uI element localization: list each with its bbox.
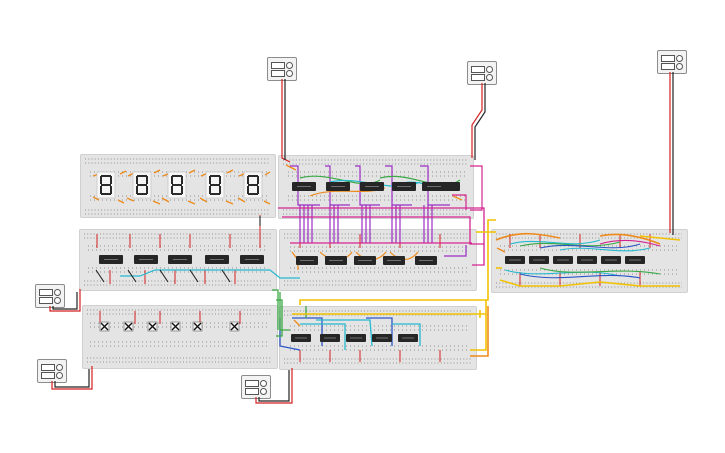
power-supply-knob[interactable] (286, 70, 293, 77)
ic-chip-icon (440, 182, 460, 191)
ic-chip-markings (104, 186, 641, 339)
yellow-bus (292, 219, 681, 357)
power-supply-screen (39, 289, 53, 296)
power-supply-knob[interactable] (260, 388, 267, 395)
seven-segment-display-icon (243, 171, 263, 199)
push-button-icon[interactable] (147, 321, 158, 332)
seven-segment-display-icon (96, 171, 116, 199)
interboard-magenta (278, 207, 485, 266)
power-supply-screen (271, 70, 285, 77)
power-supply-screen (245, 380, 259, 387)
power-supply-top-left[interactable] (267, 57, 297, 81)
power-supply-bottom-center[interactable] (241, 375, 271, 399)
power-supply-left-mid[interactable] (35, 284, 65, 308)
power-supply-knob[interactable] (486, 74, 493, 81)
power-supply-knob[interactable] (54, 297, 61, 304)
seven-segment-display-icon (205, 171, 225, 199)
power-supply-knob[interactable] (676, 55, 683, 62)
push-button-icon[interactable] (99, 321, 110, 332)
power-supply-top-right[interactable] (657, 50, 687, 74)
seven-segment-display-icon (132, 171, 152, 199)
green-link (276, 299, 283, 337)
power-leads (49, 72, 674, 404)
decoder-board-wires (95, 216, 261, 283)
push-button-icon[interactable] (229, 321, 240, 332)
power-supply-knob[interactable] (56, 364, 63, 371)
push-button-icon[interactable] (192, 321, 203, 332)
push-buttons (99, 321, 240, 332)
power-supply-screen (471, 66, 485, 73)
power-supply-knob[interactable] (286, 62, 293, 69)
power-supply-screen (271, 62, 285, 69)
breadboard-buttons[interactable] (82, 305, 278, 369)
seven-segment-display-icon (167, 171, 187, 199)
interboard-bus (299, 205, 433, 243)
power-supply-knob[interactable] (260, 380, 267, 387)
power-supply-screen (661, 63, 675, 70)
orange-jumpers (92, 164, 506, 327)
seven-segment-displays (96, 171, 263, 199)
power-supply-screen (245, 388, 259, 395)
power-supply-top-center[interactable] (467, 61, 497, 85)
power-supply-knob[interactable] (676, 63, 683, 70)
power-supply-screen (39, 297, 53, 304)
power-supply-screen (661, 55, 675, 62)
bottom-board-wires (272, 289, 421, 351)
right-board-wires (504, 239, 661, 279)
power-supply-screen (41, 364, 55, 371)
push-button-icon[interactable] (170, 321, 181, 332)
power-supply-left-bottom[interactable] (37, 359, 67, 383)
power-supply-knob[interactable] (56, 372, 63, 379)
power-supply-knob[interactable] (54, 289, 61, 296)
power-supply-screen (41, 372, 55, 379)
power-supply-screen (471, 74, 485, 81)
push-button-icon[interactable] (123, 321, 134, 332)
power-supply-knob[interactable] (486, 66, 493, 73)
